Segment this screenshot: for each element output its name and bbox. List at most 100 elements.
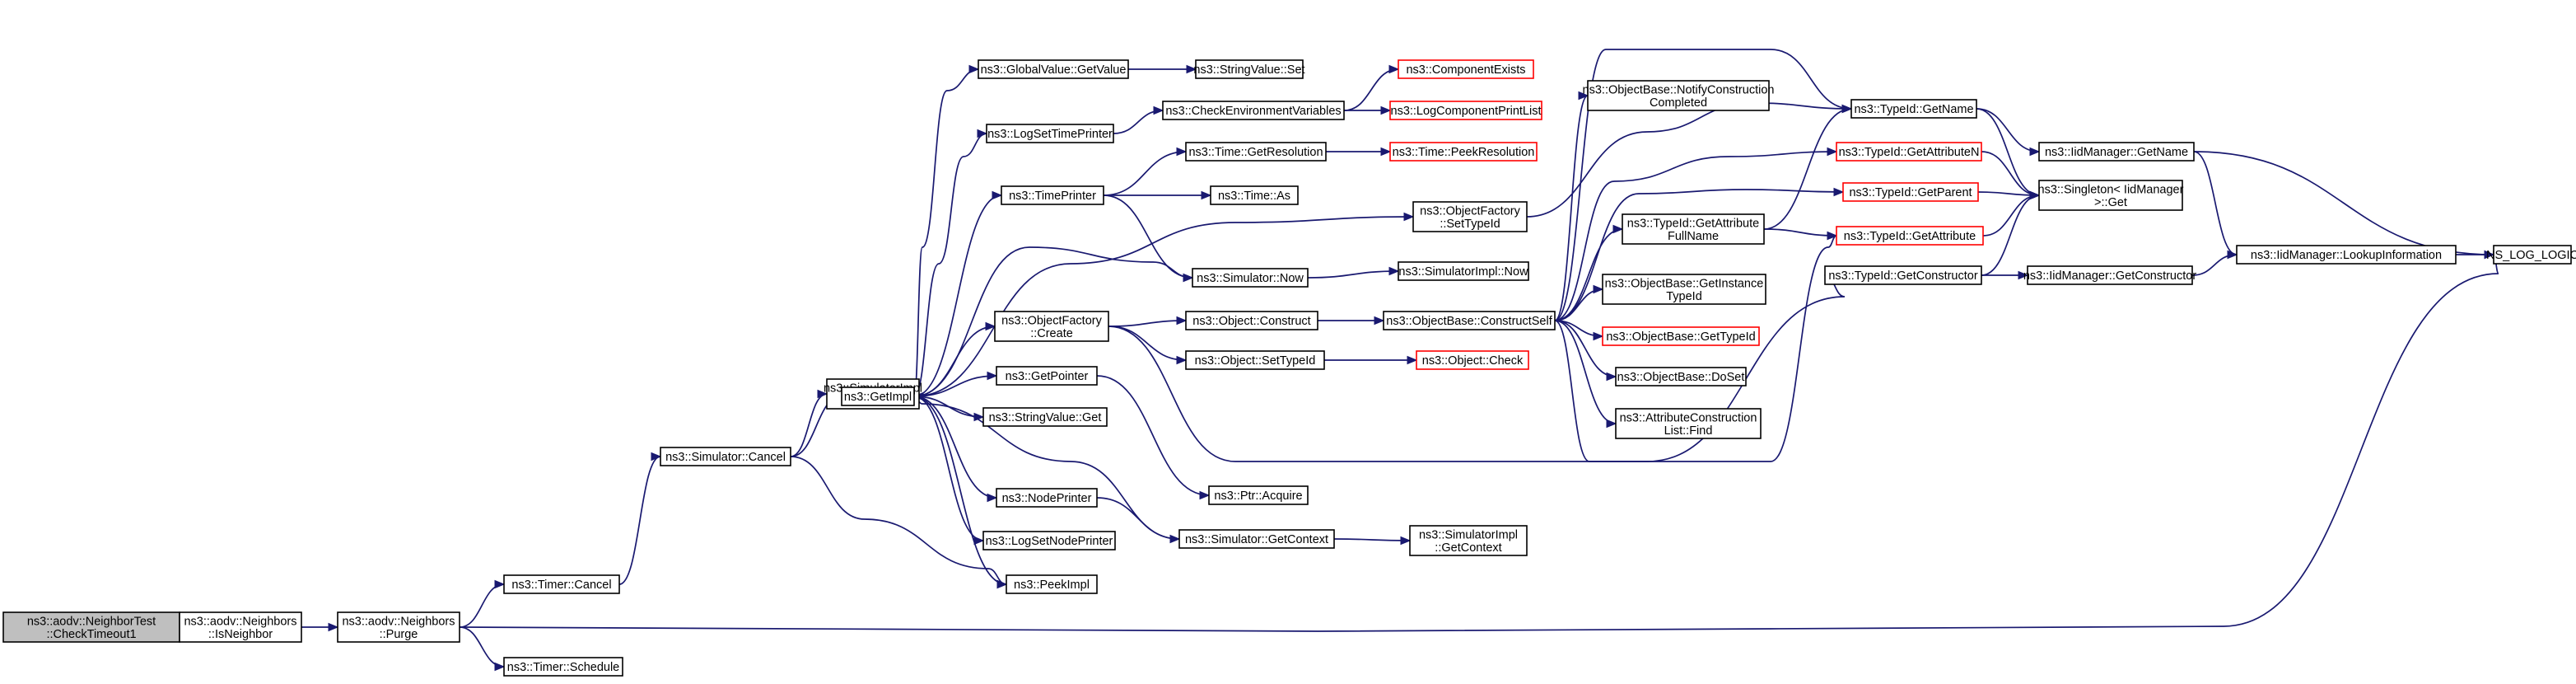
node-n10[interactable]: ns3::LogSetTimePrinter <box>986 124 1114 143</box>
node-n9[interactable]: ns3::StringValue::Set <box>1193 59 1305 79</box>
node-n37[interactable]: ns3::ObjectBase::GetTypeId <box>1602 326 1760 346</box>
node-n0[interactable]: ns3::aodv::NeighborTest::CheckTimeout1 <box>2 611 180 643</box>
node-n15[interactable]: ns3::Time::GetResolution <box>1185 142 1327 162</box>
node-label: ns3::ObjectBase::GetTypeId <box>1606 330 1755 344</box>
node-n17[interactable]: ns3::Time::As <box>1210 185 1299 205</box>
edge-n40-to-n45 <box>1976 108 2041 157</box>
node-n40[interactable]: ns3::TypeId::GetName <box>1850 99 1977 119</box>
node-label: ns3::ComponentExists <box>1406 63 1525 77</box>
node-n41[interactable]: ns3::TypeId::GetAttributeN <box>1836 142 1982 162</box>
edge-n27-to-n31 <box>1096 497 1181 544</box>
node-n4[interactable]: ns3::Timer::Schedule <box>503 657 623 677</box>
node-label: ns3::Time::GetResolution <box>1188 146 1323 159</box>
node-n47[interactable]: ns3::IidManager::GetConstructor <box>2023 265 2197 285</box>
edge-line <box>1333 538 1411 541</box>
node-box <box>2027 265 2193 285</box>
node-n21[interactable]: ns3::ObjectFactory::Create <box>994 311 1109 342</box>
node-box <box>996 366 1098 386</box>
node-n19[interactable]: ns3::SimulatorImpl::Now <box>1398 261 1529 281</box>
node-n18[interactable]: ns3::Simulator::Now <box>1192 268 1309 288</box>
node-label: ::SetTypeId <box>1440 218 1500 231</box>
node-n45[interactable]: ns3::IidManager::GetName <box>2038 142 2195 162</box>
edge-n7-to-n28 <box>913 396 985 546</box>
node-n1[interactable]: ns3::aodv::Neighbors::IsNeighbor <box>179 611 302 643</box>
edge-line <box>1554 189 1844 321</box>
node-n13[interactable]: ns3::LogComponentPrintList <box>1389 101 1542 120</box>
node-n42[interactable]: ns3::TypeId::GetParent <box>1842 182 1979 202</box>
node-n11[interactable]: ns3::CheckEnvironmentVariables <box>1162 101 1345 120</box>
node-box <box>1006 574 1098 594</box>
arrowhead <box>1841 104 1853 114</box>
node-n46[interactable]: ns3::Singleton< IidManager >::Get <box>2038 180 2184 211</box>
node-n12[interactable]: ns3::ComponentExists <box>1398 59 1534 79</box>
edge-n33-to-n34 <box>1554 91 1589 321</box>
arrowhead <box>2484 250 2495 260</box>
node-label: ns3::LogComponentPrintList <box>1391 105 1542 118</box>
node-n34[interactable]: ns3::ObjectBase::NotifyConstructionCompl… <box>1583 80 1775 111</box>
node-n33[interactable]: ns3::ObjectBase::ConstructSelf <box>1383 311 1556 330</box>
node-n24[interactable]: ns3::Object::Check <box>1416 350 1529 370</box>
node-n3[interactable]: ns3::Timer::Cancel <box>503 574 620 594</box>
node-n16[interactable]: ns3::Time::PeekResolution <box>1389 142 1538 162</box>
node-n26[interactable]: ns3::StringValue::Get <box>982 407 1108 427</box>
node-box <box>503 574 620 594</box>
edge-n2-to-n49 <box>459 250 2504 632</box>
edge-n11-to-n12 <box>1343 64 1400 111</box>
node-n2[interactable]: ns3::aodv::Neighbors::Purge <box>337 611 460 643</box>
node-n48[interactable]: ns3::IidManager::LookupInformation <box>2236 245 2457 265</box>
node-label: ns3::Object::Check <box>1422 354 1524 368</box>
node-n32[interactable]: ns3::SimulatorImpl::GetContext <box>1409 525 1528 556</box>
node-label: ::CheckTimeout1 <box>46 628 136 641</box>
node-label: ns3::SimulatorImpl::Now <box>1398 265 1528 279</box>
node-box <box>1824 265 1982 285</box>
node-box <box>1001 185 1104 205</box>
node-n27[interactable]: ns3::NodePrinter <box>996 488 1098 508</box>
node-label: ns3::LogSetTimePrinter <box>987 128 1113 141</box>
node-box <box>1602 326 1760 346</box>
node-box <box>1850 99 1977 119</box>
node-label: ns3::Timer::Cancel <box>511 579 611 592</box>
node-n22[interactable]: ns3::Object::Construct <box>1185 311 1318 330</box>
node-box <box>1185 142 1327 162</box>
node-box <box>841 387 915 406</box>
node-n7[interactable]: ns3::GetImpl <box>841 387 915 406</box>
node-n31[interactable]: ns3::Simulator::GetContext <box>1178 529 1335 549</box>
node-n38[interactable]: ns3::ObjectBase::DoSet <box>1615 367 1747 387</box>
node-n29[interactable]: ns3::PeekImpl <box>1006 574 1098 594</box>
node-label: ns3::TypeId::GetAttributeN <box>1839 146 1980 159</box>
node-label: Completed <box>1650 96 1707 110</box>
node-label: List::Find <box>1664 424 1713 438</box>
node-box <box>1587 80 1770 111</box>
node-n30[interactable]: ns3::Ptr::Acquire <box>1208 485 1309 505</box>
edge-line <box>1096 375 1210 496</box>
arrowhead <box>651 452 662 461</box>
node-label: FullName <box>1668 230 1719 243</box>
arrowhead <box>1833 187 1845 197</box>
node-n20[interactable]: ns3::ObjectFactory::SetTypeId <box>1412 201 1528 232</box>
node-n25[interactable]: ns3::GetPointer <box>996 366 1098 386</box>
node-n8[interactable]: ns3::GlobalValue::GetValue <box>978 59 1129 79</box>
node-label: ns3::GlobalValue::GetValue <box>981 63 1127 77</box>
node-label: ns3::Simulator::Cancel <box>665 451 786 464</box>
node-box <box>337 611 460 643</box>
node-label: ns3::TimePrinter <box>1009 190 1096 203</box>
node-label: ns3::AttributeConstruction <box>1620 411 1757 424</box>
node-n43[interactable]: ns3::TypeId::GetAttribute <box>1836 226 1984 246</box>
node-n14[interactable]: ns3::TimePrinter <box>1001 185 1104 205</box>
node-n44[interactable]: ns3::TypeId::GetConstructor <box>1824 265 1982 285</box>
node-n5[interactable]: ns3::Simulator::Cancel <box>660 447 791 466</box>
node-n23[interactable]: ns3::Object::SetTypeId <box>1185 350 1325 370</box>
edge-n21-to-n22 <box>1108 316 1188 327</box>
edge-n47-to-n48 <box>2191 250 2238 276</box>
edge-n44-to-n46 <box>1981 190 2041 276</box>
arrowhead <box>1183 273 1194 283</box>
edge-line <box>913 326 996 397</box>
edge-n8-to-n9 <box>1128 64 1197 74</box>
edge-line <box>1096 497 1180 540</box>
node-n28[interactable]: ns3::LogSetNodePrinter <box>982 531 1116 550</box>
node-n49[interactable]: NS_LOG_LOGIC <box>2486 245 2576 265</box>
node-label: ns3::PeekImpl <box>1014 579 1090 592</box>
